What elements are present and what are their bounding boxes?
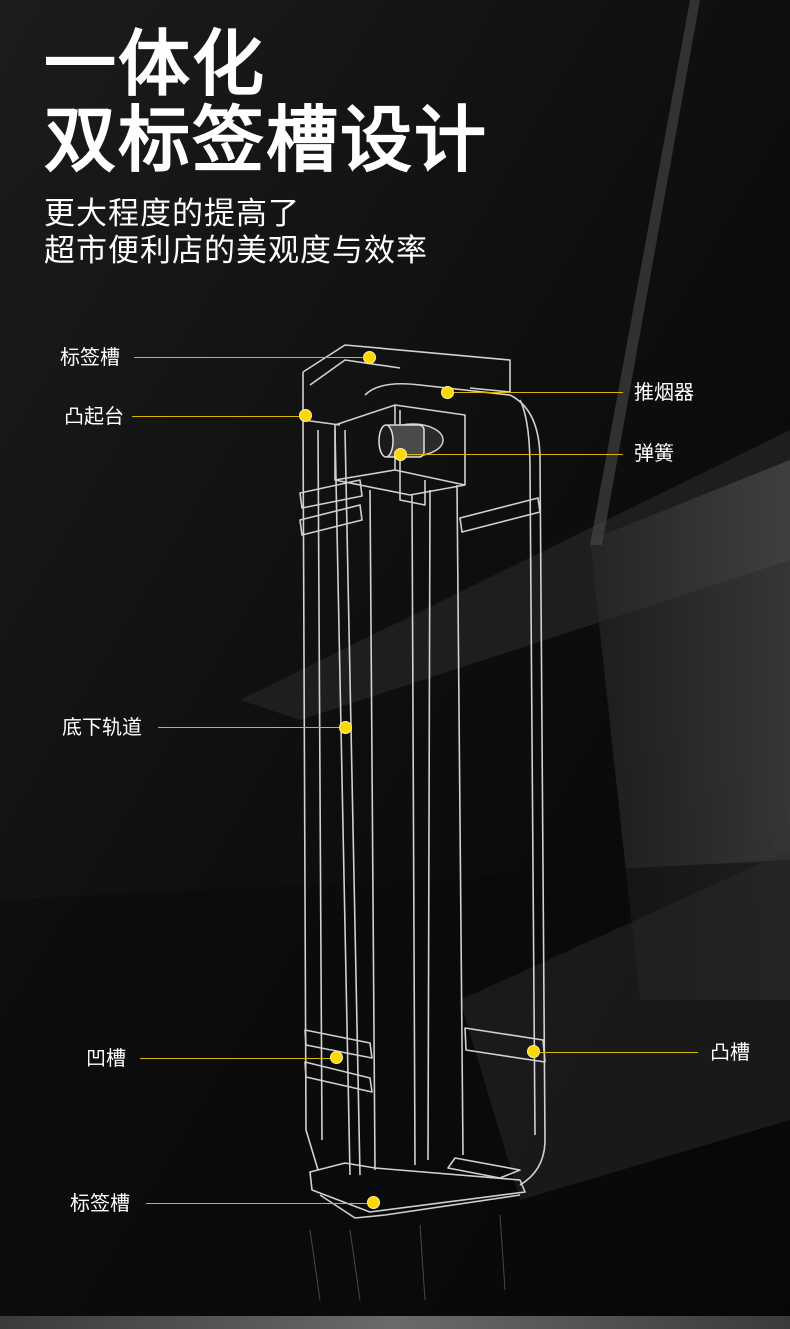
callout-line-groove (140, 1058, 332, 1059)
callout-line-label-slot-bottom (146, 1203, 368, 1204)
callout-line-cigarette-pusher (453, 392, 623, 393)
callout-dot-groove (330, 1051, 343, 1064)
subheading-line-1: 更大程度的提高了 (44, 196, 300, 232)
subheading-line-2: 超市便利店的美观度与效率 (44, 233, 428, 269)
callout-dot-cigarette-pusher (441, 386, 454, 399)
callout-bottom-rail: 底下轨道 (62, 715, 142, 739)
callout-spring: 弹簧 (634, 441, 674, 465)
callout-line-bottom-rail (158, 727, 340, 728)
callout-label-slot-top: 标签槽 (60, 345, 120, 369)
callout-dot-tongue (527, 1045, 540, 1058)
callout-label-slot-bottom: 标签槽 (70, 1191, 130, 1215)
callout-cigarette-pusher: 推烟器 (634, 380, 694, 404)
callout-line-tongue (540, 1052, 698, 1053)
callout-line-label-slot-top (134, 357, 368, 358)
callout-raised-platform: 凸起台 (64, 404, 124, 428)
callout-dot-label-slot-top (363, 351, 376, 364)
callout-line-raised-platform (132, 416, 302, 417)
callout-groove: 凹槽 (86, 1046, 126, 1070)
callout-dot-label-slot-bottom (367, 1196, 380, 1209)
callout-tongue: 凸槽 (710, 1040, 750, 1064)
heading-line-2: 双标签槽设计 (44, 98, 489, 182)
bottom-bar (0, 1316, 790, 1329)
heading-line-1: 一体化 (44, 22, 267, 106)
callout-dot-raised-platform (299, 409, 312, 422)
spring-roller-icon (378, 423, 444, 458)
callout-line-spring (405, 454, 623, 455)
callout-dot-spring (394, 448, 407, 461)
callout-dot-bottom-rail (339, 721, 352, 734)
